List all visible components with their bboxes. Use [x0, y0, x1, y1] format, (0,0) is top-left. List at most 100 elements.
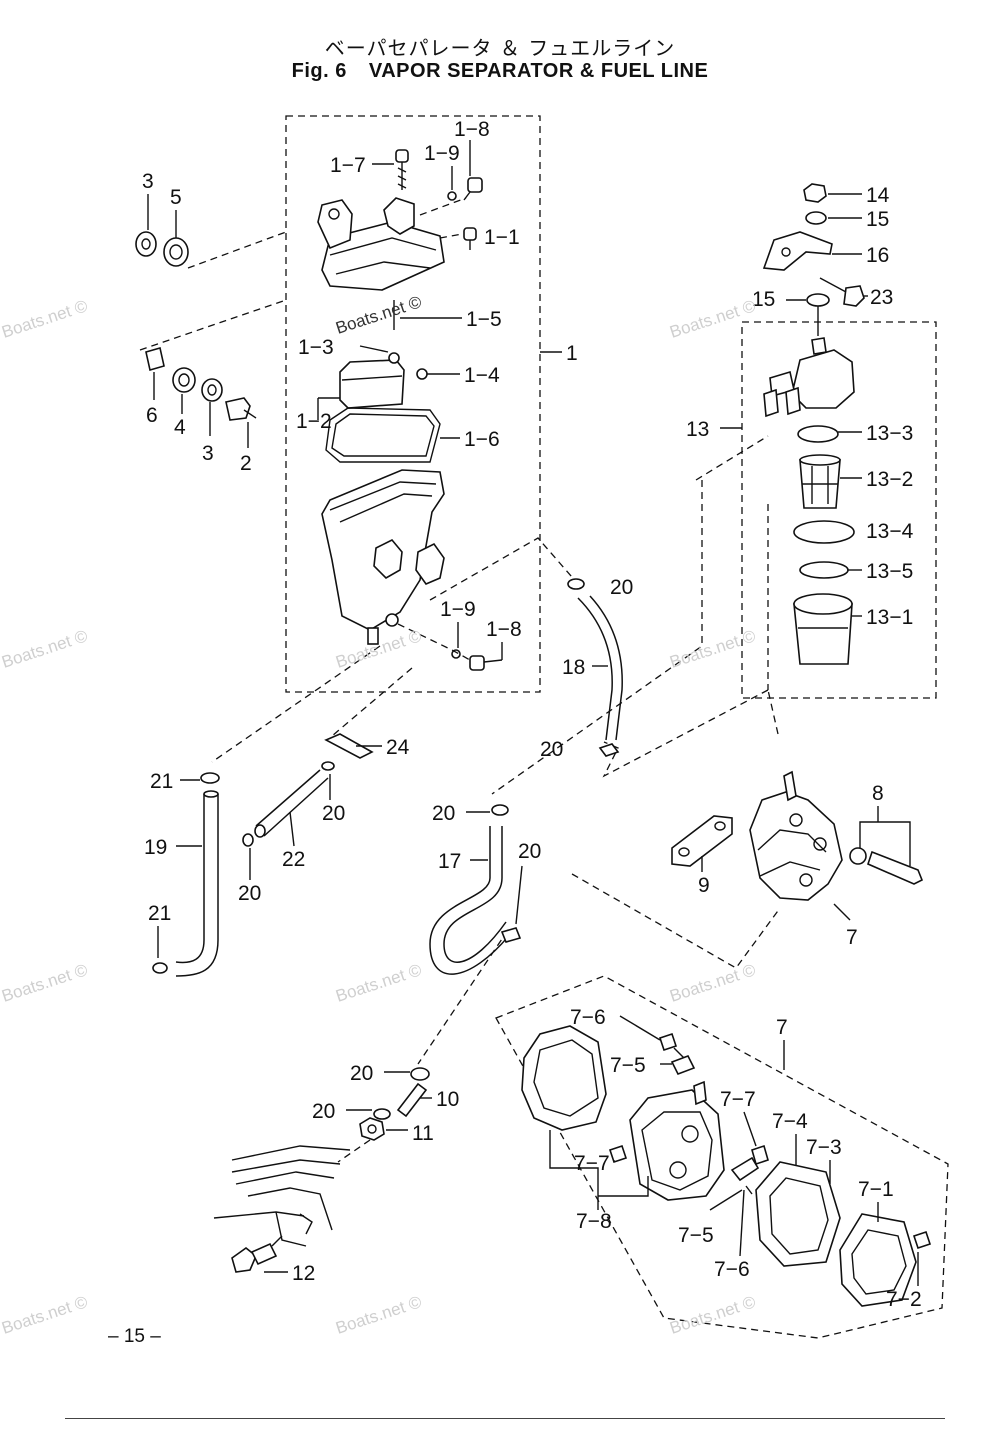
diaphragm-7-4 [755, 1161, 841, 1267]
hose-18 [577, 595, 623, 741]
label-11: 11 [412, 1122, 434, 1145]
label-3-lower: 3 [202, 442, 214, 465]
plug-1-8-bottom [469, 655, 485, 671]
joint-10 [396, 1082, 428, 1118]
ring-13-5 [799, 561, 849, 579]
pump-body-7-8 [629, 1080, 769, 1201]
label-1-3: 1−3 [298, 336, 334, 359]
collar-6 [145, 346, 165, 372]
screw-7-6-top [658, 1032, 687, 1061]
clamp-20-right [500, 927, 522, 943]
label-7-5-lower: 7−5 [678, 1224, 714, 1247]
svg-text:Boats.net ©: Boats.net © [667, 960, 758, 1006]
svg-text:Boats.net ©: Boats.net © [667, 296, 758, 342]
svg-text:Boats.net ©: Boats.net © [333, 960, 424, 1006]
washer-15-lower [806, 293, 830, 307]
hose-22 [255, 769, 329, 837]
fuel-pump-7 [749, 770, 843, 901]
clamp-21-bottom [152, 962, 168, 974]
label-1-9-lower: 1−9 [440, 598, 476, 621]
valve-7-5-bottom [745, 1185, 753, 1195]
label-15-lower: 15 [752, 288, 775, 311]
clamp-20-lower [410, 1067, 430, 1081]
washer-1-9-bottom [451, 649, 461, 659]
screw-7-2 [912, 1230, 932, 1250]
bracket-16 [762, 231, 833, 271]
group-7-boundary [495, 975, 949, 1339]
clamp-21-top [200, 772, 220, 784]
svg-text:Boats.net ©: Boats.net © [333, 1292, 424, 1338]
label-7-2: 7−2 [886, 1288, 922, 1311]
label-6: 6 [146, 404, 158, 427]
label-15: 15 [866, 208, 889, 231]
gasket-24 [324, 733, 374, 759]
label-7-group: 7 [776, 1016, 788, 1039]
label-20-c: 20 [322, 802, 345, 825]
needle-valve-1-7 [383, 149, 415, 235]
screw-1-1 [463, 227, 477, 250]
svg-text:Boats.net ©: Boats.net © [0, 626, 90, 672]
fuel-joint-12 [231, 1235, 283, 1273]
label-7-5: 7−5 [610, 1054, 646, 1077]
washer-3-top [135, 231, 157, 257]
label-1-6: 1−6 [464, 428, 500, 451]
label-13-4: 13−4 [866, 520, 914, 543]
label-1-2: 1−2 [296, 410, 332, 433]
label-7-7: 7−7 [720, 1088, 756, 1111]
svg-text:Boats.net ©: Boats.net © [667, 626, 758, 672]
grommet-4 [172, 367, 196, 393]
label-24: 24 [386, 736, 410, 759]
gasket-1-6 [325, 407, 441, 463]
label-14: 14 [866, 184, 890, 207]
nut-14 [803, 183, 827, 203]
label-4: 4 [174, 416, 186, 439]
clamp-20-bottom [373, 1108, 391, 1120]
screw-1-4 [416, 368, 460, 380]
clamp-20-hose22 [321, 761, 335, 771]
hose-19 [175, 794, 219, 977]
label-21: 21 [150, 770, 173, 793]
label-7-7-left: 7−7 [574, 1152, 610, 1175]
label-13-2: 13−2 [866, 468, 913, 491]
washer-3-lower [201, 378, 223, 402]
svg-text:Boats.net ©: Boats.net © [333, 292, 424, 338]
label-7: 7 [846, 926, 858, 949]
label-7-6-lower: 7−6 [714, 1258, 750, 1281]
label-1-7: 1−7 [330, 154, 366, 177]
label-18: 18 [562, 656, 585, 679]
bolt-2 [225, 397, 257, 421]
label-19: 19 [144, 836, 167, 859]
label-20-d: 20 [238, 882, 261, 905]
plug-1-8-top [463, 177, 483, 201]
label-13: 13 [686, 418, 709, 441]
page-number: – 15 – [108, 1326, 161, 1347]
label-13-5: 13−5 [866, 560, 913, 583]
label-1: 1 [566, 342, 578, 365]
label-1-1: 1−1 [484, 226, 520, 249]
label-7-4: 7−4 [772, 1110, 808, 1133]
label-7-6: 7−6 [570, 1006, 606, 1029]
label-13-1: 13−1 [866, 606, 913, 629]
label-1-8-lower: 1−8 [486, 618, 522, 641]
float-pin-1-3 [359, 345, 400, 364]
label-20: 20 [610, 576, 633, 599]
figure-title: VAPOR SEPARATOR & FUEL LINE [368, 60, 709, 82]
filter-head [763, 337, 855, 418]
label-7-8: 7−8 [576, 1210, 612, 1233]
label-22: 22 [282, 848, 305, 871]
label-1-5: 1−5 [466, 308, 502, 331]
washer-1-9-top [447, 191, 457, 201]
label-1-4: 1−4 [464, 364, 500, 387]
clamp-20-hose17 [491, 804, 509, 816]
svg-text:Boats.net ©: Boats.net © [0, 1292, 90, 1338]
washer-15-top [805, 211, 827, 225]
label-20-f: 20 [518, 840, 541, 863]
svg-text:Boats.net ©: Boats.net © [0, 960, 90, 1006]
label-8: 8 [872, 782, 884, 805]
label-21-b: 21 [148, 902, 171, 925]
label-9: 9 [698, 874, 710, 897]
float-1-2 [339, 359, 405, 409]
pump-cover-7-8 [521, 1025, 628, 1164]
